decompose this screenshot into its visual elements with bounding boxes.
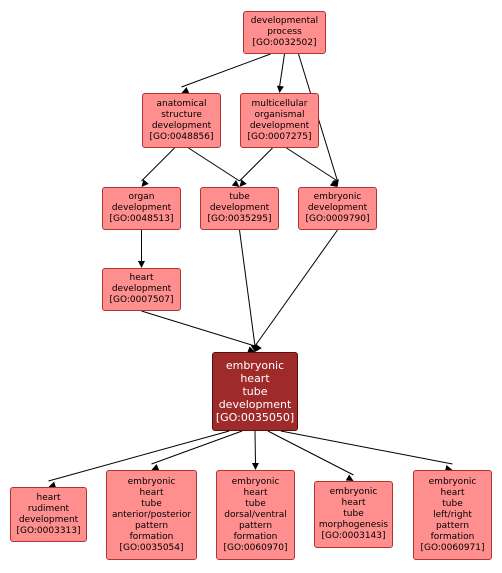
node-label-line: pattern	[435, 520, 470, 531]
edge-arrowhead	[231, 179, 240, 187]
edge-heart_dev-to-focus	[141, 310, 256, 347]
edge-dev_process-to-multicell	[279, 53, 285, 88]
node-label-line: structure	[161, 109, 202, 120]
node-label-line: heart	[341, 498, 366, 508]
node-label-line: heart	[240, 372, 270, 385]
node-label-line: process	[267, 27, 302, 37]
edge-focus-to-dorsal_ventral	[254, 430, 256, 465]
node-label-line: embryonic	[225, 359, 285, 372]
node-label-line: tube	[245, 498, 266, 509]
node-label-line: development	[209, 203, 270, 213]
node-label-line: tube	[229, 192, 250, 202]
edge-anat_struct-to-tube_dev	[188, 147, 240, 182]
node-label-line: embryonic	[428, 476, 477, 487]
node-label-line: development	[151, 120, 212, 131]
edge-arrowhead	[255, 344, 262, 352]
edge-dev_process-to-anat_struct	[181, 53, 271, 88]
node-label-line: organ	[128, 192, 155, 202]
node-label-line: [GO:0060971]	[420, 542, 485, 553]
node-label-line: [GO:0007275]	[247, 131, 312, 142]
node-label-line: anatomical	[156, 98, 207, 109]
edge-arrowhead	[239, 179, 247, 187]
node-label-line: [GO:0009790]	[305, 214, 370, 224]
edge-arrowhead	[181, 86, 190, 94]
node-label-line: dorsal/ventral	[224, 509, 287, 520]
node-label-line: development	[307, 203, 368, 213]
node-label-line: organismal	[254, 109, 305, 120]
node-label-line: heart	[36, 492, 61, 503]
node-label-line: [GO:0003143]	[321, 531, 386, 541]
edge-multicell-to-tube_dev	[239, 147, 273, 182]
node-label-line: [GO:0035054]	[119, 542, 184, 553]
node-label-line: embryonic	[127, 476, 176, 487]
node-label-line: heart	[440, 487, 465, 498]
node-label-line: rudiment	[27, 503, 70, 514]
node-label-line: development	[111, 203, 172, 213]
edge-embryonic_dev-to-focus	[254, 229, 338, 347]
node-label-line: heart	[129, 273, 154, 283]
node-label-line: [GO:0060970]	[223, 542, 288, 553]
node-label-line: tube	[442, 498, 463, 509]
edge-arrowhead	[151, 464, 160, 471]
node-label-line: formation	[233, 531, 278, 542]
edge-arrowhead	[329, 179, 338, 187]
edge-focus-to-ant_post	[151, 430, 243, 465]
node-label-line: tube	[242, 385, 268, 398]
node-label-line: formation	[430, 531, 475, 542]
edge-focus-to-left_right	[280, 430, 453, 465]
node-label-line: anterior/posterior	[111, 509, 192, 520]
node-label-line: embryonic	[313, 192, 362, 202]
node-label-line: heart	[243, 487, 268, 498]
node-label-line: [GO:0048856]	[149, 131, 214, 142]
node-label-line: tube	[343, 509, 364, 519]
node-label-line: embryonic	[329, 487, 378, 497]
node-label-line: [GO:0048513]	[109, 214, 174, 224]
edge-tube_dev-to-focus	[239, 229, 256, 347]
node-label-line: development	[18, 514, 79, 525]
edge-arrowhead	[276, 85, 284, 93]
node-label-line: [GO:0032502]	[252, 38, 317, 48]
node-label-line: [GO:0003313]	[16, 525, 81, 536]
node-label-line: developmental	[250, 16, 319, 26]
node-label-line: development	[111, 284, 172, 294]
edge-arrowhead	[345, 474, 354, 481]
edge-arrowhead	[141, 179, 149, 187]
node-label-line: left/right	[433, 509, 472, 520]
node-label-line: [GO:0035295]	[207, 214, 272, 224]
node-label-line: [GO:0035050]	[215, 411, 295, 424]
edge-focus-to-morpho	[267, 430, 354, 476]
edge-arrowhead	[247, 346, 255, 353]
node-label-line: [GO:0007507]	[109, 295, 174, 305]
edge-arrowhead	[251, 462, 259, 470]
edge-multicell-to-embryonic_dev	[286, 147, 338, 182]
node-label-line: heart	[139, 487, 164, 498]
edge-focus-to-heart_rudiment	[48, 430, 230, 482]
node-label-line: pattern	[134, 520, 169, 531]
node-label-line: multicellular	[251, 98, 308, 109]
edge-anat_struct-to-organ_dev	[141, 147, 175, 182]
node-label-line: embryonic	[231, 476, 280, 487]
node-label-line: formation	[129, 531, 174, 542]
node-label-line: tube	[141, 498, 162, 509]
edge-arrowhead	[138, 261, 145, 268]
node-label-line: pattern	[238, 520, 273, 531]
edge-arrowhead	[48, 481, 57, 489]
node-label-line: morphogenesis	[318, 520, 389, 530]
node-label-line: development	[218, 398, 292, 411]
node-label-line: development	[249, 120, 310, 131]
